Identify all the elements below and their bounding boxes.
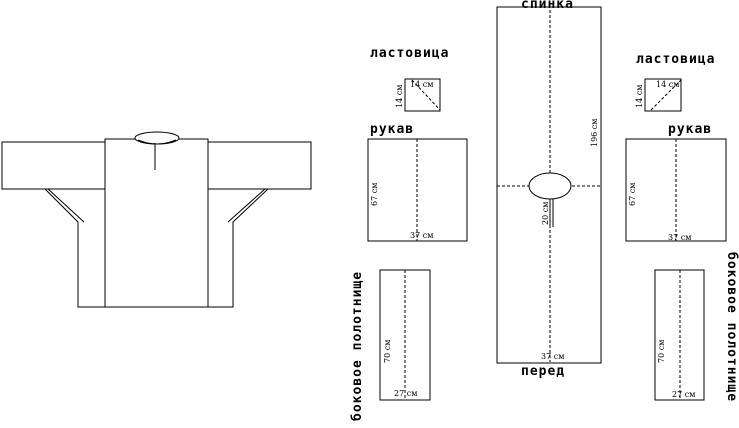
- side-panel-right-label: боковое полотнище: [724, 252, 739, 402]
- slit-length: 20 см: [541, 202, 550, 225]
- gusset-right-piece: ластовица 14 см 14 см: [635, 52, 715, 112]
- sleeve-left-width: 37 см: [410, 231, 433, 240]
- shirt-left-gusset-line: [47, 188, 85, 223]
- gusset-left-rect: [404, 78, 441, 112]
- shirt-illustration: [1, 131, 312, 308]
- side-panel-left-label: боковое полотнище: [350, 271, 365, 421]
- gusset-left-diagonal: [411, 79, 441, 111]
- gusset-right-rect: [644, 78, 682, 112]
- gusset-right-height: 14 см: [635, 85, 644, 108]
- gusset-right-label: ластовица: [636, 52, 715, 67]
- sleeve-right-label: рукав: [668, 122, 712, 137]
- side-panel-right-width: 27 см: [672, 390, 695, 399]
- sleeve-right-piece: рукав 67 см 37 см: [625, 122, 727, 242]
- gusset-right-diagonal: [650, 79, 682, 111]
- sleeve-right-height: 67 см: [628, 183, 637, 206]
- shirt-collar: [134, 131, 180, 145]
- shirt-right-sleeve: [207, 141, 312, 190]
- main-body-width: 37 см: [541, 352, 564, 361]
- side-panel-left-piece: боковое полотнище 70 см 27 см: [350, 269, 431, 421]
- back-label: спинка: [521, 0, 574, 12]
- shirt-right-gusset-line: [227, 188, 266, 223]
- gusset-right-width: 14 см: [656, 80, 679, 89]
- main-body-piece: спинка 20 см 196 см 37 см перед: [496, 0, 602, 379]
- shirt-collar-band: [137, 139, 177, 145]
- sleeve-right-width: 37 см: [668, 233, 691, 242]
- shirt-left-sleeve: [1, 141, 106, 190]
- gusset-left-piece: ластовица 14 см 14 см: [370, 46, 449, 112]
- shirt-body: [104, 138, 209, 308]
- side-panel-right-piece: боковое полотнище 70 см 27 см: [654, 252, 739, 402]
- gusset-left-label: ластовица: [370, 46, 449, 61]
- side-panel-right-height: 70 см: [657, 340, 666, 363]
- gusset-left-width: 14 см: [410, 80, 433, 89]
- neck-opening: [528, 172, 572, 200]
- main-body-length: 196 см: [590, 118, 599, 147]
- sleeve-left-label: рукав: [370, 122, 414, 137]
- sleeve-left-piece: рукав 67 см 37 см: [367, 122, 468, 242]
- gusset-left-height: 14 см: [395, 85, 404, 108]
- main-body-rect: [496, 6, 602, 364]
- front-label: перед: [521, 364, 565, 379]
- sleeve-left-height: 67 см: [370, 183, 379, 206]
- shirt-right-side-panel: [207, 188, 269, 308]
- shirt-left-side-panel: [44, 188, 106, 308]
- side-panel-left-height: 70 см: [383, 340, 392, 363]
- side-panel-left-width: 27 см: [394, 389, 417, 398]
